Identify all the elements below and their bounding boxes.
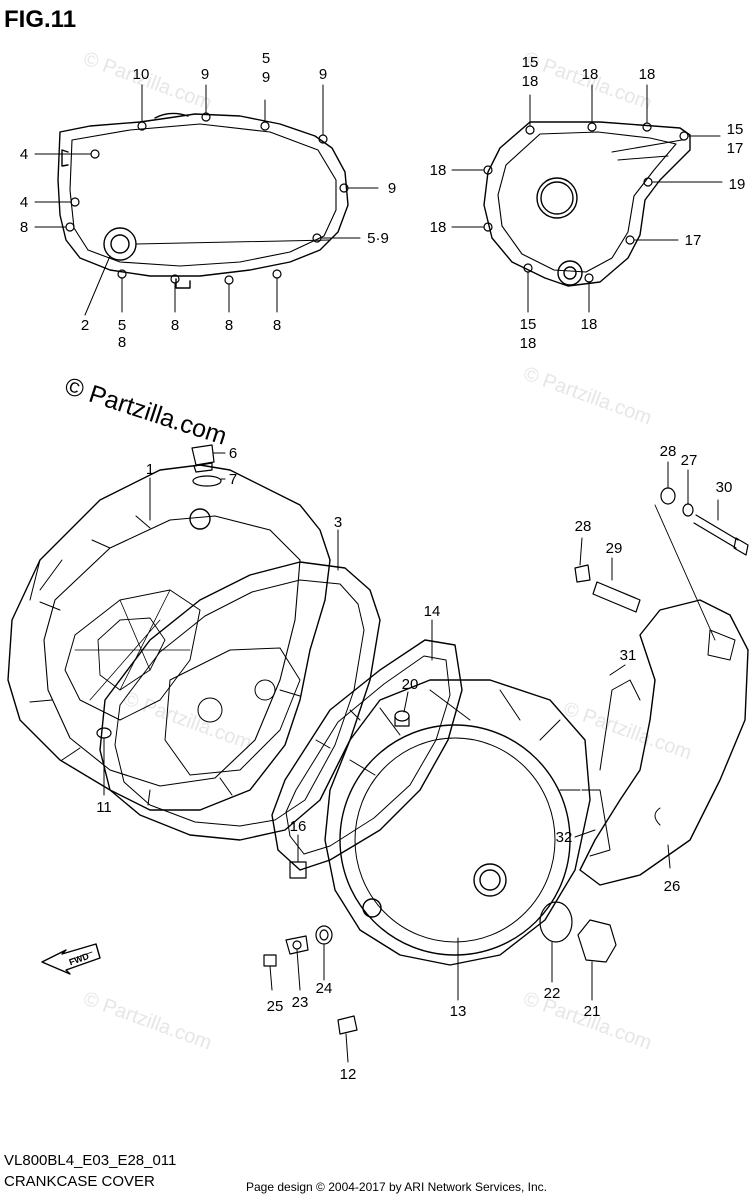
callout-number: 19 [729,176,746,193]
callout-number: 4 [20,194,28,211]
clutch-cover-outline [57,112,349,289]
callout-number: 15 [727,121,744,138]
callout-number: 15 [520,316,537,333]
clutch-cover-bolt-holes [65,112,349,285]
callout-number: 26 [664,878,681,895]
callout-number: 21 [584,1003,601,1020]
callout-number: 9 [201,66,209,83]
callout-number: 18 [430,162,447,179]
outer-cover-part-13 [324,679,591,966]
callout-number: 15 [522,54,539,71]
crankcase-cover-part-1 [7,464,331,811]
callout-number: 23 [292,994,309,1011]
leader-lines [34,84,723,1063]
callout-number: 25 [267,998,284,1015]
diagram-name: CRANKCASE COVER [4,1173,155,1190]
callout-labels: 10 9 5 9 9 4 4 9 8 5·9 2 5 8 8 8 8 15 18… [20,50,746,1083]
callout-number: 11 [96,799,112,816]
callout-number: 16 [290,818,307,835]
diagram-code: VL800BL4_E03_E28_011 [4,1152,177,1169]
callout-number: 10 [133,66,150,83]
callout-number: 18 [582,66,599,83]
callout-number: 9 [319,66,327,83]
gasket-part-3 [99,561,381,841]
gasket-part-14 [271,639,463,871]
callout-number: 6 [229,445,237,462]
callout-number: 29 [606,540,623,557]
callout-number: 18 [581,316,598,333]
callout-number: 22 [544,985,561,1002]
callout-number: 5 [262,50,270,67]
callout-number: 3 [334,514,342,531]
callout-number: 2 [81,317,89,334]
callout-number: 9 [388,180,396,197]
callout-number: 17 [727,140,744,157]
fwd-arrow-icon [41,943,101,975]
callout-number: 27 [681,452,698,469]
side-cover-part-26 [579,599,749,886]
callout-number: 18 [430,219,447,236]
callout-number: 8 [171,317,179,334]
callout-number: 8 [20,219,28,236]
callout-number: 14 [424,603,441,620]
callout-number: 8 [118,334,126,351]
callout-number: 18 [520,335,537,352]
callout-number: 24 [316,980,333,997]
callout-number: 17 [685,232,702,249]
callout-number: 20 [402,676,419,693]
magneto-cover-bolt-holes [483,122,689,283]
callout-number: 18 [522,73,539,90]
callout-number: 12 [340,1066,357,1083]
callout-number: 1 [146,461,154,478]
callout-number: 28 [660,443,677,460]
hardware-parts [96,444,749,1035]
callout-number: 30 [716,479,733,496]
page-credit: Page design © 2004-2017 by ARI Network S… [246,1180,548,1194]
figure-title: FIG.11 [4,6,77,33]
callout-number: 31 [620,647,637,664]
callout-number: 18 [639,66,656,83]
callout-number: 9 [262,69,270,86]
callout-number: 28 [575,518,592,535]
callout-number: 13 [450,1003,467,1020]
callout-number: 8 [273,317,281,334]
callout-number: 7 [229,471,237,488]
callout-number: 32 [556,829,573,846]
callout-number: 5 [118,317,126,334]
callout-number: 5·9 [367,230,389,247]
callout-number: 4 [20,146,28,163]
callout-number: 8 [225,317,233,334]
magneto-cover-outline [483,121,691,287]
